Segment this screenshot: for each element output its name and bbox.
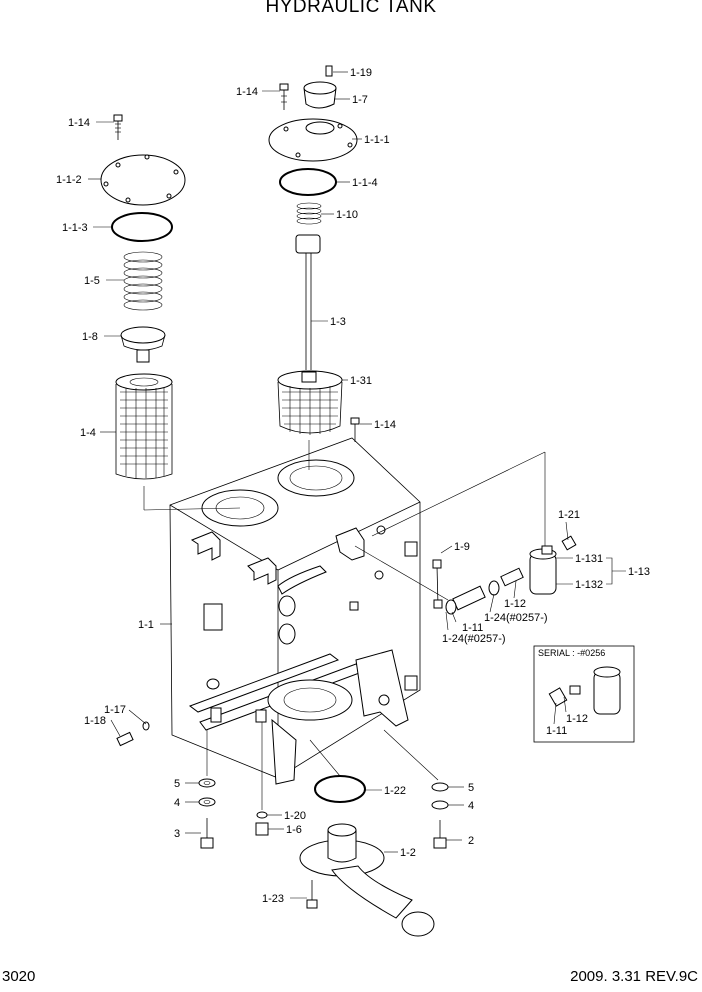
callout: 1-13 bbox=[628, 566, 650, 578]
callout: 1-10 bbox=[336, 209, 358, 221]
tank-bolt-1-14 bbox=[350, 417, 360, 442]
callout: 1-1-3 bbox=[62, 222, 88, 234]
callout: 1-1 bbox=[138, 619, 154, 631]
callout: 1-22 bbox=[384, 785, 406, 797]
callout: 1-24(#0257-) bbox=[484, 612, 548, 624]
callout: 1-11 bbox=[462, 622, 483, 634]
callout: 1-23 bbox=[262, 893, 284, 905]
left-cover-plate bbox=[100, 154, 186, 206]
left-bypass-valve bbox=[120, 326, 166, 363]
elbow-1-21 bbox=[561, 535, 577, 551]
callout: 1-12 bbox=[566, 713, 588, 725]
callout: 1-14 bbox=[68, 117, 90, 129]
left-bolt-3 bbox=[200, 818, 214, 849]
right-washer-5 bbox=[431, 782, 449, 792]
oring-1-20 bbox=[256, 811, 268, 819]
drain-filter-1-13 bbox=[529, 545, 557, 595]
right-bolt-2 bbox=[433, 820, 447, 849]
callout: 5 bbox=[468, 782, 474, 794]
callout: 4 bbox=[468, 800, 474, 812]
callout: 1-11 bbox=[546, 725, 567, 737]
breather-cap bbox=[303, 65, 337, 109]
page-number: 3020 bbox=[2, 968, 36, 985]
callout: 1-2 bbox=[400, 847, 416, 859]
page-title: HYDRAULIC TANK bbox=[265, 0, 437, 17]
leader-lines bbox=[88, 71, 626, 899]
left-filter-element bbox=[115, 373, 173, 480]
oring-1-22 bbox=[314, 775, 366, 803]
callout: 1-4 bbox=[80, 427, 96, 439]
callout: 1-1-4 bbox=[352, 177, 378, 189]
callout: 1-8 bbox=[82, 331, 98, 343]
callout: 3 bbox=[174, 828, 180, 840]
serial-box: SERIAL : -#0256 bbox=[533, 645, 635, 743]
tank-body bbox=[169, 437, 421, 785]
callout: 1-3 bbox=[330, 316, 346, 328]
callout: 2 bbox=[468, 835, 474, 847]
serial-box-label: SERIAL : -#0256 bbox=[538, 648, 605, 658]
center-strainer bbox=[277, 370, 343, 435]
right-washer-4 bbox=[431, 800, 449, 810]
callout: 1-9 bbox=[454, 541, 470, 553]
center-spring bbox=[296, 202, 322, 225]
callout: 1-5 bbox=[84, 275, 100, 287]
center-bolt-1-14 bbox=[279, 83, 289, 110]
left-spring bbox=[123, 251, 163, 311]
center-cover-plate bbox=[268, 118, 358, 162]
callout: 1-24(#0257-) bbox=[442, 633, 506, 645]
callout: 1-18 bbox=[84, 715, 106, 727]
callout: 1-14 bbox=[374, 419, 396, 431]
callout: 1-6 bbox=[286, 824, 302, 836]
callout: 1-12 bbox=[504, 598, 526, 610]
callout: 1-7 bbox=[352, 94, 368, 106]
left-washer-5 bbox=[198, 778, 216, 788]
left-o-ring bbox=[111, 212, 173, 242]
left-bolt-1-14 bbox=[113, 114, 123, 140]
bolt-1-23 bbox=[306, 880, 318, 909]
callout: 1-17 bbox=[104, 704, 126, 716]
callout: 4 bbox=[174, 797, 180, 809]
callout: 1-21 bbox=[558, 509, 580, 521]
callout: 1-14 bbox=[236, 86, 258, 98]
center-o-ring bbox=[279, 168, 337, 196]
callout: 1-132 bbox=[575, 579, 603, 591]
callout: 1-1-2 bbox=[56, 174, 82, 186]
callout: 1-31 bbox=[350, 375, 372, 387]
fitting-1-18 bbox=[116, 721, 150, 747]
callout: 1-20 bbox=[284, 810, 306, 822]
left-washer-4 bbox=[198, 797, 216, 807]
callout: 1-131 bbox=[575, 553, 603, 565]
callout: 5 bbox=[174, 778, 180, 790]
callout: 1-1-1 bbox=[364, 134, 390, 146]
callout-labels: 1-19 1-14 1-7 1-1-1 1-1-4 1-10 1-3 1-31 … bbox=[56, 67, 650, 905]
strainer-rod bbox=[295, 234, 321, 370]
revision-date: 2009. 3.31 REV.9C bbox=[570, 968, 698, 985]
callout: 1-19 bbox=[350, 67, 372, 79]
hose-1-9 bbox=[432, 559, 443, 609]
suction-pipe-1-2 bbox=[299, 823, 435, 937]
plug-1-6 bbox=[255, 822, 269, 836]
connector-1-11-and-1-24 bbox=[445, 567, 524, 615]
